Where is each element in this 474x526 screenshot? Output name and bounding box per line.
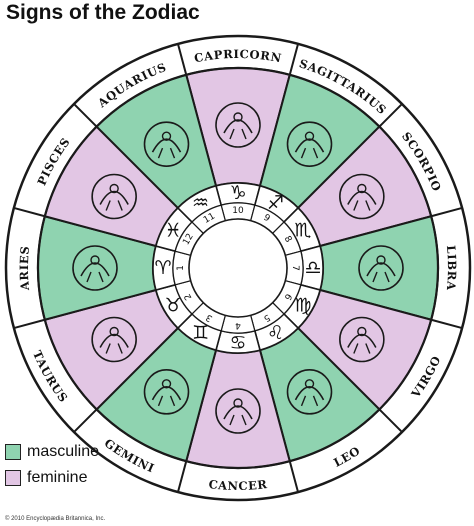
- twins-figure: [143, 369, 190, 415]
- copyright-notice: © 2010 Encyclopædia Britannica, Inc.: [5, 516, 106, 522]
- house-number-gemini: 3: [205, 312, 215, 324]
- band-divider: [73, 103, 98, 128]
- page-title: Signs of the Zodiac: [6, 1, 200, 24]
- house-number-leo: 5: [262, 312, 272, 324]
- band-divider: [73, 408, 98, 433]
- band-divider: [288, 460, 300, 493]
- sagittarius-symbol: ♐: [267, 192, 284, 214]
- band-divider: [176, 43, 188, 76]
- scales-figure: [358, 245, 404, 291]
- ram-figure: [72, 245, 118, 291]
- house-number-cancer: 4: [235, 320, 241, 330]
- band-divider: [13, 206, 46, 218]
- legend-label-feminine: feminine: [27, 469, 88, 486]
- pisces-symbol: ♓: [165, 220, 182, 242]
- aquarius-symbol: ♒: [192, 192, 209, 214]
- legend-item-masculine: masculine: [5, 443, 99, 461]
- leo-symbol: ♌: [267, 322, 284, 344]
- band-divider: [13, 318, 46, 330]
- scorpion-figure: [339, 173, 385, 220]
- band-divider: [430, 318, 463, 330]
- sign-label-libra: LIBRA: [444, 245, 459, 292]
- house-number-aquarius: 11: [202, 211, 217, 225]
- goat-fish-figure: [215, 102, 261, 148]
- house-number-scorpio: 8: [282, 235, 294, 245]
- taurus-symbol: ♉: [165, 295, 182, 317]
- cancer-symbol: ♋: [229, 332, 246, 354]
- house-number-taurus: 2: [183, 292, 195, 302]
- water-bearer-figure: [143, 121, 190, 167]
- legend-swatch-feminine: [5, 470, 21, 486]
- capricorn-symbol: ♑: [229, 182, 246, 204]
- house-number-capricorn: 10: [232, 206, 244, 216]
- aries-symbol: ♈: [154, 257, 171, 279]
- legend-label-masculine: masculine: [27, 443, 100, 460]
- band-divider: [176, 460, 188, 493]
- lion-figure: [286, 369, 333, 415]
- center-circle: [188, 218, 288, 318]
- house-number-virgo: 6: [281, 292, 293, 302]
- legend-swatch-masculine: [5, 444, 21, 460]
- sign-label-aries: ARIES: [17, 245, 32, 292]
- centaur-archer-figure: [286, 121, 333, 167]
- band-divider: [378, 408, 403, 433]
- sign-label-cancer: CANCER: [208, 477, 268, 493]
- band-divider: [430, 206, 463, 218]
- band-divider: [288, 43, 300, 76]
- house-number-libra: 7: [290, 265, 300, 271]
- legend-item-feminine: feminine: [5, 469, 87, 487]
- house-number-sagittarius: 9: [262, 213, 272, 225]
- bull-figure: [91, 316, 137, 363]
- scorpio-symbol: ♏: [294, 220, 311, 242]
- house-number-aries: 1: [176, 265, 186, 271]
- gemini-symbol: ♊: [192, 322, 209, 344]
- fishes-figure: [91, 173, 137, 220]
- maiden-figure: [339, 316, 385, 363]
- band-divider: [378, 103, 403, 128]
- libra-symbol: ♎: [304, 257, 321, 279]
- crab-figure: [215, 388, 261, 434]
- virgo-symbol: ♍: [294, 295, 311, 317]
- band-ring: [36, 66, 440, 470]
- sign-label-capricorn: CAPRICORN: [193, 47, 283, 65]
- house-number-pisces: 12: [181, 232, 195, 247]
